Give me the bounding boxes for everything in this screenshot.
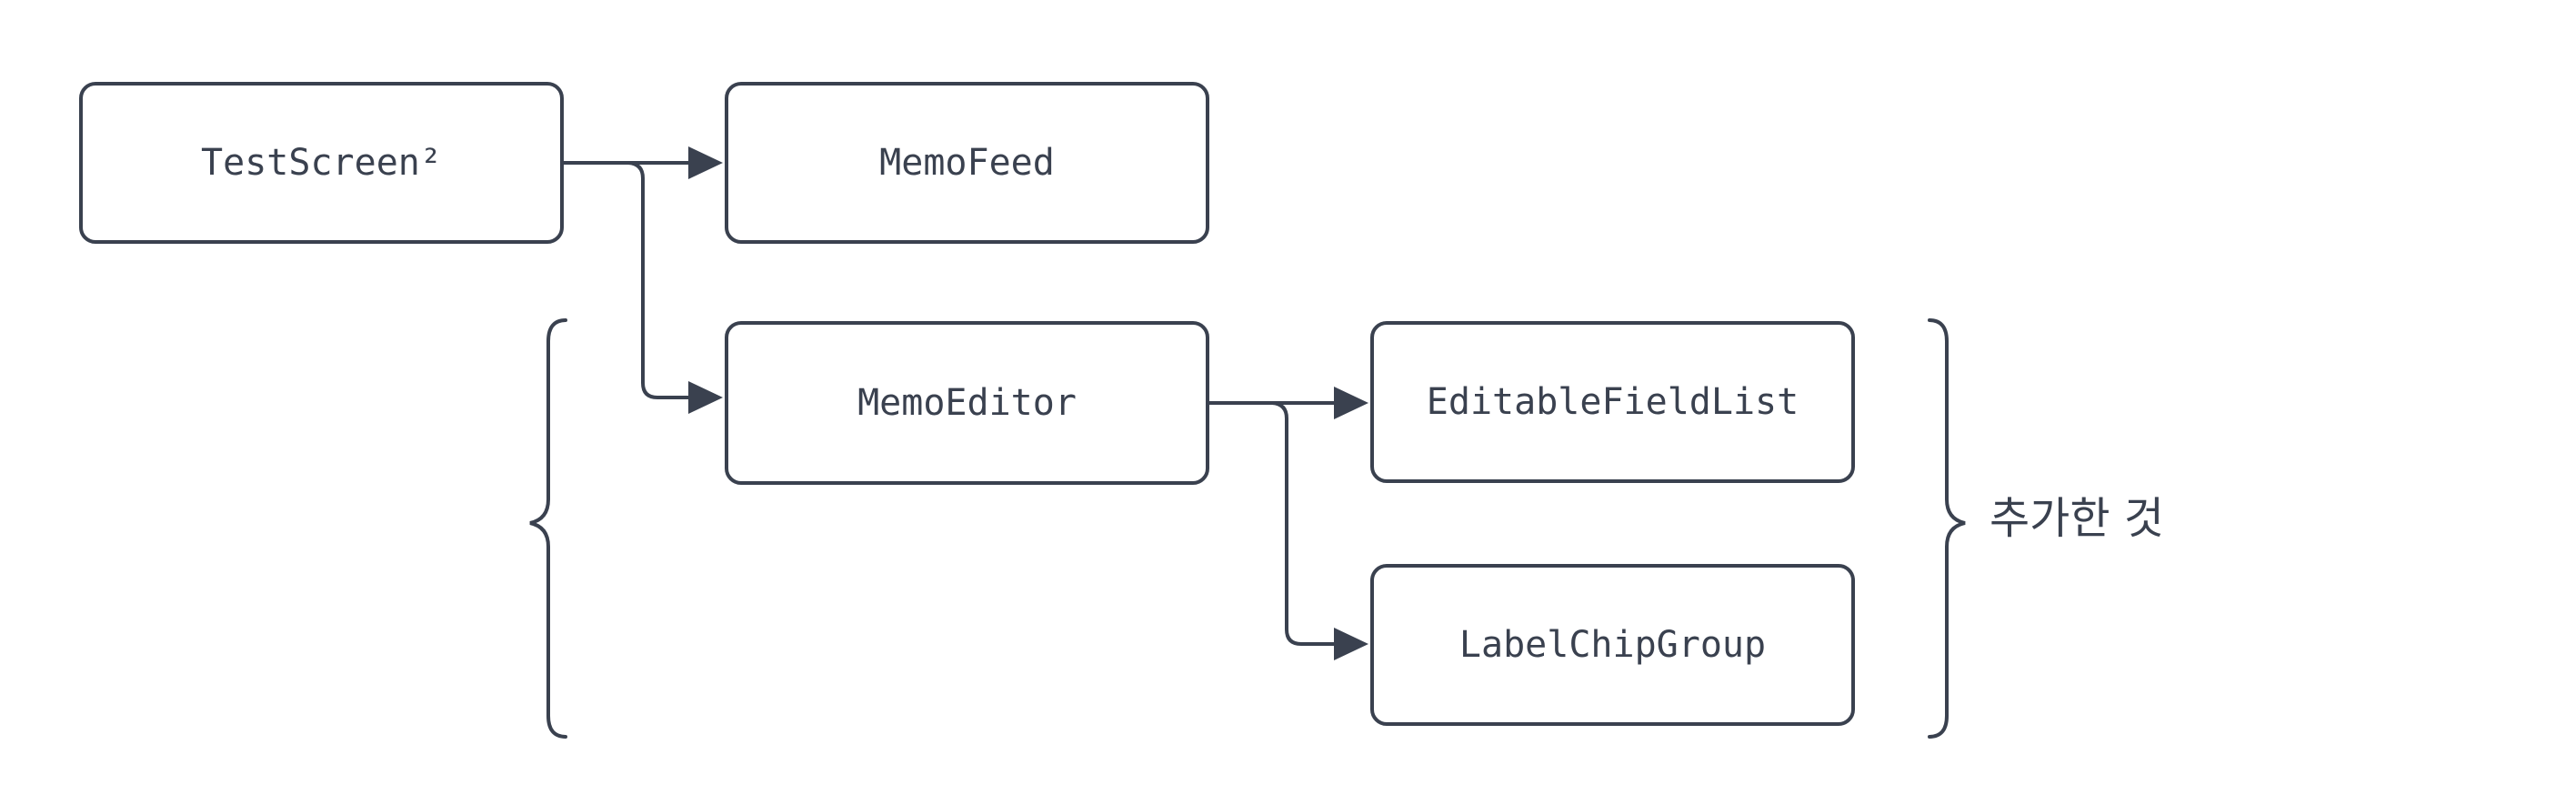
- node-editablefieldlist: EditableFieldList: [1370, 321, 1855, 483]
- edge-testscreen-memoeditor: [627, 161, 688, 399]
- arrowhead-memoeditor: [688, 381, 723, 414]
- arrowhead-labelchipgroup: [1334, 628, 1368, 660]
- left-brace: [529, 318, 567, 739]
- node-labelchipgroup: LabelChipGroup: [1370, 564, 1855, 726]
- node-testscreen: TestScreen²: [79, 82, 564, 244]
- arrowhead-editablefieldlist: [1334, 387, 1368, 419]
- node-memoeditor: MemoEditor: [725, 321, 1209, 485]
- annotation-added-things: 추가한 것: [1990, 493, 2164, 544]
- arrowhead-memofeed: [688, 146, 723, 179]
- right-brace: [1928, 318, 1966, 739]
- edge-memoeditor-labelchipgroup: [1271, 401, 1334, 646]
- node-memofeed: MemoFeed: [725, 82, 1209, 244]
